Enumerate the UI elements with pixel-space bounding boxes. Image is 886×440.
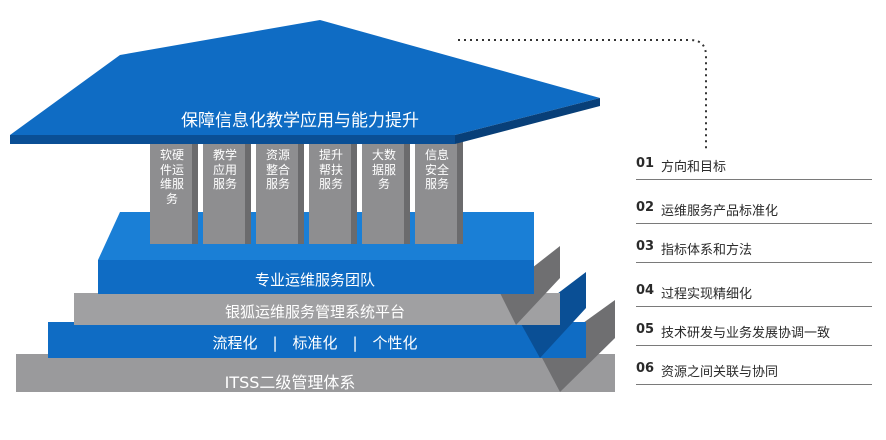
roof-front-edge — [10, 135, 455, 144]
legend-item: 06 资源之间关联与协同 — [636, 358, 872, 385]
legend-number: 05 — [636, 322, 655, 337]
itss-layer-label: ITSS二级管理体系 — [224, 373, 356, 392]
legend-number: 01 — [636, 156, 655, 171]
legend-item: 04 过程实现精细化 — [636, 280, 872, 307]
legend-item: 03 指标体系和方法 — [636, 236, 872, 263]
legend-item: 01 方向和目标 — [636, 153, 872, 180]
legend-label: 运维服务产品标准化 — [661, 204, 779, 219]
roof-title: 保障信息化教学应用与能力提升 — [181, 111, 419, 131]
legend-label: 指标体系和方法 — [661, 243, 753, 258]
platform-layer-front — [74, 293, 560, 325]
column-label-info-security: 信息安全服务 — [424, 148, 449, 191]
team-layer-front — [98, 260, 534, 294]
roof-top — [10, 20, 600, 135]
column-label-hardware-ops: 软硬件运维服务 — [159, 148, 184, 206]
roof-side-edge — [455, 98, 600, 144]
legend-label: 过程实现精细化 — [661, 287, 753, 302]
legend-item: 05 技术研发与业务发展协调一致 — [636, 319, 872, 346]
legend-number: 06 — [636, 361, 655, 376]
column-label-big-data: 大数据服务 — [371, 148, 396, 191]
legend-label: 方向和目标 — [661, 160, 727, 175]
platform-layer-label: 银狐运维服务管理系统平台 — [224, 303, 405, 321]
legend-item: 02 运维服务产品标准化 — [636, 197, 872, 224]
process-layer-label: 流程化 | 标准化 | 个性化 — [212, 334, 418, 352]
legend-number: 04 — [636, 283, 655, 298]
column-label-improvement-support: 提升帮扶服务 — [318, 148, 343, 191]
process-layer-front — [48, 322, 586, 358]
column-label-teaching-app: 教学应用服务 — [212, 148, 237, 191]
legend-label: 技术研发与业务发展协调一致 — [661, 326, 831, 341]
legend-number: 02 — [636, 200, 655, 215]
legend-label: 资源之间关联与协同 — [661, 365, 779, 380]
columns — [150, 138, 463, 244]
team-layer-label: 专业运维服务团队 — [254, 271, 375, 289]
column-label-resource-integration: 资源整合服务 — [265, 148, 290, 191]
legend-number: 03 — [636, 239, 655, 254]
itss-layer-front — [16, 354, 615, 392]
